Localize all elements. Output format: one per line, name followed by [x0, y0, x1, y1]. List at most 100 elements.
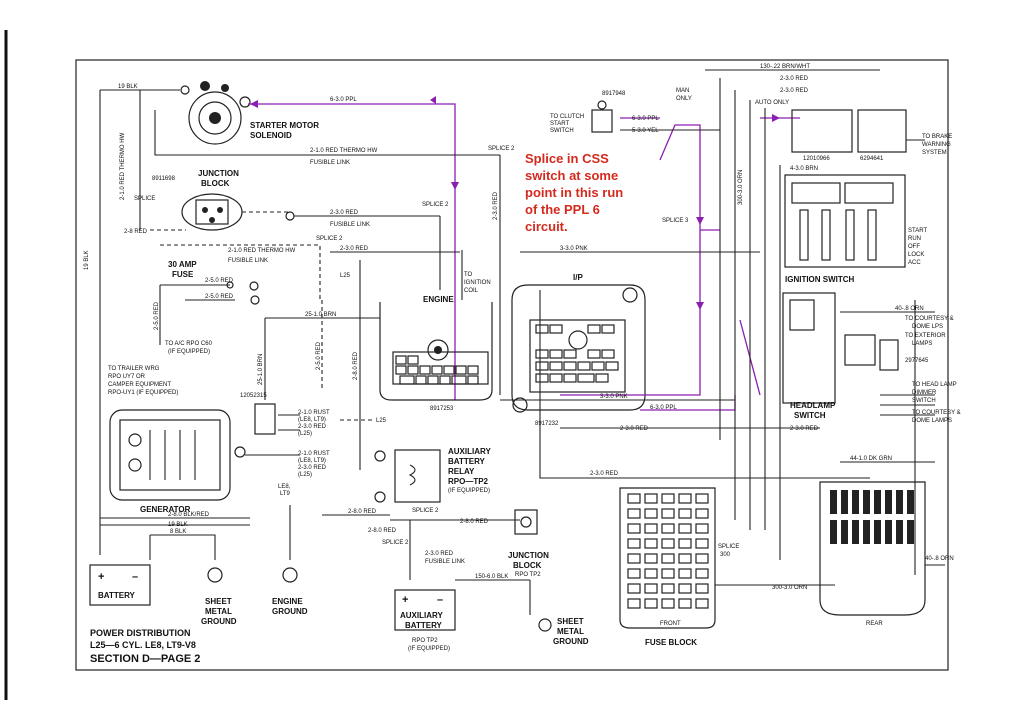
fuse-block-label: FUSE BLOCK: [645, 638, 697, 647]
fuse-label-1: 30 AMP: [168, 260, 197, 269]
wire-label-pnk-2: 3-3.0 PNK: [600, 394, 628, 400]
fuse-cavity: [695, 493, 709, 504]
rear-fuse-cavity: [852, 520, 859, 544]
relay-label-1: AUXILIARY: [448, 447, 491, 456]
auto-only: AUTO ONLY: [755, 100, 789, 106]
wire-label-brn-4: 4-3.0 BRN: [790, 166, 818, 172]
fuse-cavity: [695, 568, 709, 579]
wire-label-thermo-2: 2-1.0 RED THERMO HW: [228, 248, 296, 254]
clutch-start-switch: 8917948 TO CLUTCH START SWITCH: [550, 91, 626, 134]
trailer-label-3: CAMPER EQUIPMENT: [108, 382, 171, 388]
rear-fuse-cavity: [874, 490, 881, 514]
note-line-3: point in this run: [525, 185, 623, 200]
fuse-rear: REAR: [866, 621, 883, 627]
to-brake-3: SYSTEM: [922, 150, 947, 156]
fuse-front: FRONT: [660, 621, 681, 627]
rear-fuse-panel: REAR: [819, 481, 926, 627]
ip-part: 8917232: [535, 421, 559, 427]
jb2-1: JUNCTION: [508, 551, 549, 560]
rear-fuse-cavity: [896, 490, 903, 514]
wire-label-red-top: 2-3.0 RED: [780, 76, 809, 82]
wire-label-red-ip: 2-3.0 RED: [620, 426, 649, 432]
generator: GENERATOR 12052315: [109, 393, 267, 514]
fuse-cavity: [644, 508, 658, 519]
wire-label-ppl-clutch: 6-3.0 PPL: [632, 116, 659, 122]
fuse-cavity: [644, 568, 658, 579]
note-line-1: Splice in CSS: [525, 151, 609, 166]
note-line-2: switch at some: [525, 168, 618, 183]
note-line-4: of the PPL 6: [525, 202, 600, 217]
wire-label-ppl: 6-3.0 PPL: [330, 97, 357, 103]
sheet-metal-ground-2: SHEET METAL GROUND: [538, 617, 589, 646]
ppl-circuit-wire: [248, 103, 456, 360]
fuse-cavity: [678, 538, 692, 549]
headlamp-switch: HEADLAMP SWITCH 2977645: [782, 292, 929, 420]
man-only-2: ONLY: [676, 96, 692, 102]
ppl-arrow-left: [250, 100, 258, 108]
fuse-cavity: [695, 598, 709, 609]
to-coil-1: TO: [464, 272, 473, 278]
headlamp-part: 2977645: [905, 358, 929, 364]
fuse-label-2: FUSE: [172, 270, 194, 279]
to-coil-3: COIL: [464, 288, 479, 294]
eng-gnd-1: ENGINE: [272, 597, 303, 606]
wire-label-red-ip2: 2-3.0 RED: [790, 426, 819, 432]
le8-label: LE8,: [278, 484, 291, 490]
wire-label-red-5: 2-5.0 RED: [205, 278, 234, 284]
fuse-cavity: [695, 508, 709, 519]
rear-fuse-cavity: [830, 490, 837, 514]
l25-right: L25: [376, 418, 387, 424]
fuse-cavity: [695, 583, 709, 594]
fuse-cavity: [661, 553, 675, 564]
to-courtesy-3: TO COURTESY &: [912, 410, 961, 416]
generator-part: 12052315: [240, 393, 267, 399]
engine-label: ENGINE: [423, 295, 454, 304]
clutch-label-2: START: [550, 121, 569, 127]
wire-label-blk-19: 19 BLK: [168, 522, 188, 528]
fuse-cavity: [695, 553, 709, 564]
ppl-arrow-down: [451, 182, 459, 190]
splice300-b: 300: [720, 552, 731, 558]
rear-fuse-cavity: [907, 520, 914, 544]
trailer-label-2: RPO UY7 OR: [108, 374, 146, 380]
junction-block-tp2: JUNCTION BLOCK RPO TP2: [508, 509, 549, 578]
aux-batt-plus: +: [402, 594, 408, 606]
wire-label-fusible-2a: 2-3.0 RED: [425, 551, 454, 557]
trailer-label-4: RPO-UY1 (IF EQUIPPED): [108, 390, 178, 396]
ign-part-2: 6294641: [860, 156, 884, 162]
fuse-cavity: [644, 523, 658, 534]
fuse-cavity: [644, 553, 658, 564]
rust-2: (LE8, LT9): [298, 417, 326, 423]
rear-fuse-cavity: [841, 490, 848, 514]
wire-label-brn: 25-1.0 BRN: [305, 312, 336, 318]
rear-fuse-cavity: [852, 490, 859, 514]
battery: + – BATTERY: [89, 564, 151, 606]
wire-label-red-8c: 2-8.0 RED: [368, 528, 397, 534]
aux-batt-3: RPO TP2: [412, 638, 438, 644]
rust-6: (LE8, LT9): [298, 458, 326, 464]
rear-fuse-cavity: [830, 520, 837, 544]
smg2-3: GROUND: [553, 637, 589, 646]
wire-label-splice2-top: SPLICE 2: [488, 146, 515, 152]
fuse-cavity: [644, 538, 658, 549]
wire-label-blk-150: 150-6.0 BLK: [475, 574, 508, 580]
rust-5: 2-1.0 RUST: [298, 451, 330, 457]
wire-label-fusible-2b: FUSIBLE LINK: [425, 559, 465, 565]
fuse-cavity: [627, 493, 641, 504]
headlamp-label-1: HEADLAMP: [790, 401, 836, 410]
starter-solenoid: STARTER MOTOR SOLENOID: [180, 81, 319, 145]
wire-label-thermo: 2-1.0 RED THERMO HW: [310, 148, 378, 154]
wire-label-dkgrn: 44-1.0 DK GRN: [850, 456, 892, 462]
to-coil-2: IGNITION: [464, 280, 491, 286]
ign-run: RUN: [908, 236, 921, 242]
fuse-cavity: [678, 553, 692, 564]
starter-label-1: STARTER MOTOR: [250, 121, 319, 130]
fuse-cavity: [661, 568, 675, 579]
fuse-cavity: [661, 598, 675, 609]
smg-1: SHEET: [205, 597, 232, 606]
rear-fuse-cavity: [896, 520, 903, 544]
wire-label-splice2-b: SPLICE 2: [422, 202, 449, 208]
rear-fuse-cavity: [885, 520, 892, 544]
generator-label: GENERATOR: [140, 505, 191, 514]
wire-label-red-top2: 2-3.0 RED: [780, 88, 809, 94]
